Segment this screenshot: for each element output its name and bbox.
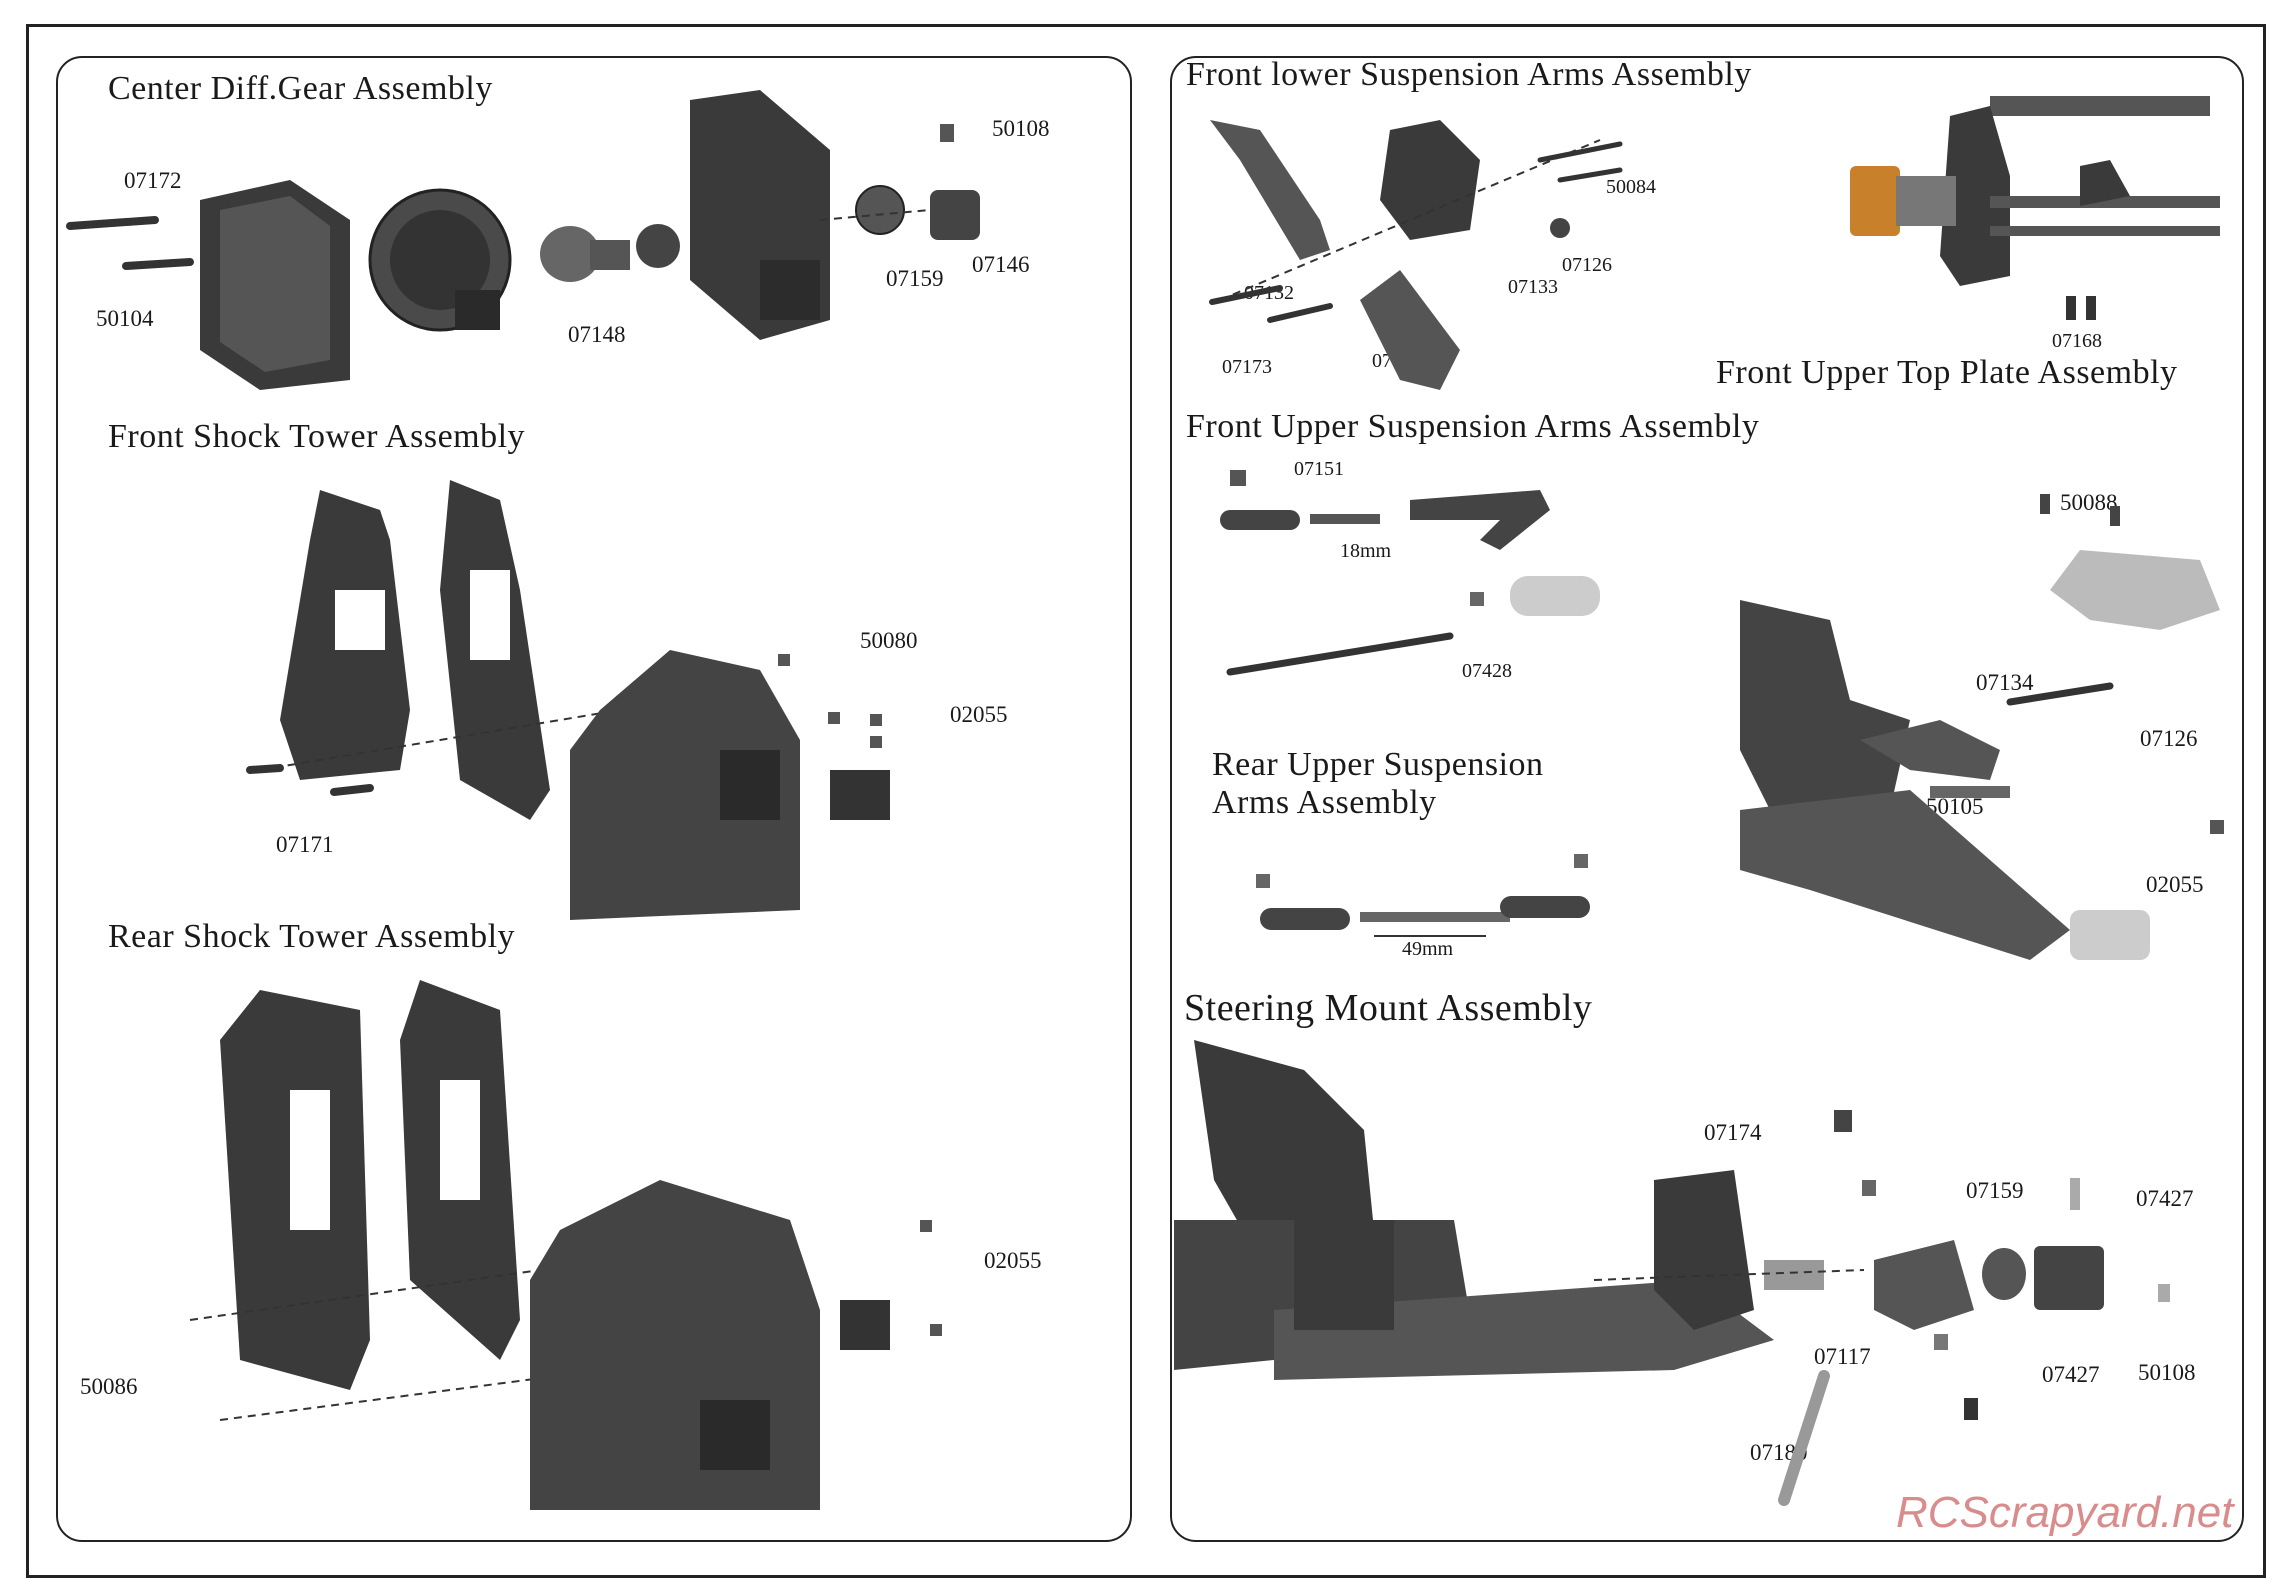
front-upper-arms-title: Front Upper Suspension Arms Assembly (1186, 408, 1760, 445)
front-upper-arms-illustration (1220, 470, 2224, 960)
part-label: 07428 (1462, 660, 1512, 682)
part-label: 07126 (2140, 726, 2198, 751)
part-label: 50108 (2138, 1360, 2196, 1385)
front-lower-arms-title: Front lower Suspension Arms Assembly (1186, 56, 1752, 93)
part-label: 50108 (992, 116, 1050, 141)
rear-shock-tower-illustration (189, 980, 942, 1510)
rear-upper-arms-title-line1: Rear Upper Suspension (1212, 746, 1544, 783)
part-label: 07171 (276, 832, 334, 857)
part-label: 07133 (1508, 276, 1558, 298)
part-label: 07126 (1562, 254, 1612, 276)
part-label: 50088 (2060, 490, 2118, 515)
part-label: 07117 (1814, 1344, 1871, 1369)
front-upper-top-plate-title: Front Upper Top Plate Assembly (1716, 354, 2178, 391)
part-label: 07146 (972, 252, 1030, 277)
rear-shock-tower-title: Rear Shock Tower Assembly (108, 918, 516, 955)
rear-upper-arms-title-line2: Arms Assembly (1212, 784, 1437, 821)
steering-mount-illustration (1174, 1040, 2170, 1506)
watermark: RCScrapyard.net (1896, 1488, 2234, 1537)
part-label: 02055 (950, 702, 1008, 727)
part-label: 07172 (124, 168, 182, 193)
part-label: 07148 (568, 322, 626, 347)
part-label: 07173 (1222, 356, 1272, 378)
part-label: 02055 (984, 1248, 1042, 1273)
front-upper-top-plate-illustration (1850, 96, 2220, 320)
right-panel (1170, 56, 2244, 1542)
part-label: 07159 (886, 266, 944, 291)
page-frame (26, 24, 2266, 1578)
part-label: 07174 (1704, 1120, 1762, 1145)
steering-mount-title: Steering Mount Assembly (1184, 987, 1593, 1029)
part-label: 50086 (80, 1374, 138, 1399)
part-label: 02055 (2146, 872, 2204, 897)
part-label: 07159 (1966, 1178, 2024, 1203)
part-label: 50104 (96, 306, 154, 331)
part-label: 49mm (1402, 938, 1454, 960)
center-diff-title: Center Diff.Gear Assembly (108, 70, 493, 107)
part-label: 07427 (2042, 1362, 2100, 1387)
part-label: 07151 (1294, 458, 1344, 480)
part-label: 18mm (1340, 540, 1392, 562)
part-label: 07427 (2136, 1186, 2194, 1211)
front-lower-arms-illustration (1209, 120, 1623, 390)
left-panel (56, 56, 1132, 1542)
front-shock-tower-title: Front Shock Tower Assembly (108, 418, 526, 455)
part-label: 07168 (2052, 330, 2102, 352)
center-diff-illustration (66, 90, 980, 390)
part-label: 50080 (860, 628, 918, 653)
part-label: 07134 (1976, 670, 2034, 695)
part-label: 50084 (1606, 176, 1656, 198)
rear-upper-arms-illustration (1256, 854, 1590, 937)
front-shock-tower-illustration (246, 480, 890, 920)
